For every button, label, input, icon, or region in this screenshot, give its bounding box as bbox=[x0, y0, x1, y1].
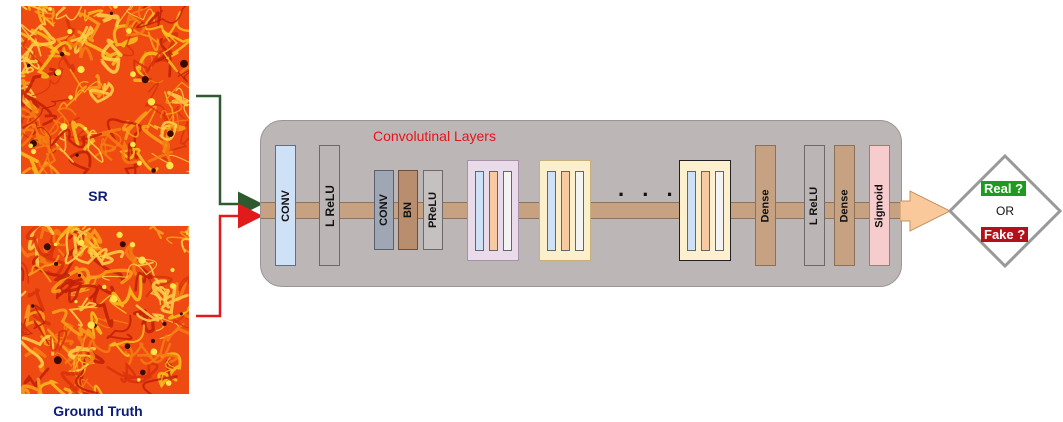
conv-layer-1: CONV bbox=[275, 145, 296, 266]
block-bar-bn bbox=[561, 171, 570, 251]
ground-truth-arrow bbox=[196, 203, 263, 318]
sr-arrow bbox=[196, 94, 263, 217]
block-bar-conv bbox=[475, 171, 484, 251]
real-label: Real ? bbox=[981, 181, 1027, 196]
block-bar-bn bbox=[701, 171, 710, 251]
conv-block-1 bbox=[467, 160, 519, 261]
block-bar-bn bbox=[489, 171, 498, 251]
conv-block-2 bbox=[539, 160, 591, 261]
lrelu-layer-1: L ReLU bbox=[319, 145, 340, 266]
conv-layer-2: CONV bbox=[374, 170, 394, 250]
ground-truth-image bbox=[21, 226, 189, 394]
dense-layer-2: Dense bbox=[834, 145, 855, 266]
block-bar-prelu bbox=[575, 171, 584, 251]
bn-layer: BN bbox=[398, 170, 418, 250]
sigmoid-layer: Sigmoid bbox=[869, 145, 890, 266]
ground-truth-label: Ground Truth bbox=[53, 403, 143, 419]
output-arrow bbox=[900, 190, 952, 232]
block-bar-prelu bbox=[715, 171, 724, 251]
block-bar-conv bbox=[547, 171, 556, 251]
ellipsis: . . . bbox=[618, 176, 679, 201]
conv-block-n bbox=[679, 160, 731, 261]
fake-label: Fake ? bbox=[981, 227, 1029, 242]
prelu-layer: PReLU bbox=[423, 170, 443, 250]
block-bar-conv bbox=[687, 171, 696, 251]
sr-label: SR bbox=[88, 188, 108, 204]
block-bar-prelu bbox=[503, 171, 512, 251]
decision-diamond bbox=[948, 154, 1063, 268]
panel-title: Convolutinal Layers bbox=[373, 128, 496, 144]
sr-image bbox=[21, 6, 189, 174]
lrelu-layer-2: L ReLU bbox=[804, 145, 825, 266]
dense-layer-1: Dense bbox=[755, 145, 776, 266]
or-label: OR bbox=[996, 204, 1014, 218]
